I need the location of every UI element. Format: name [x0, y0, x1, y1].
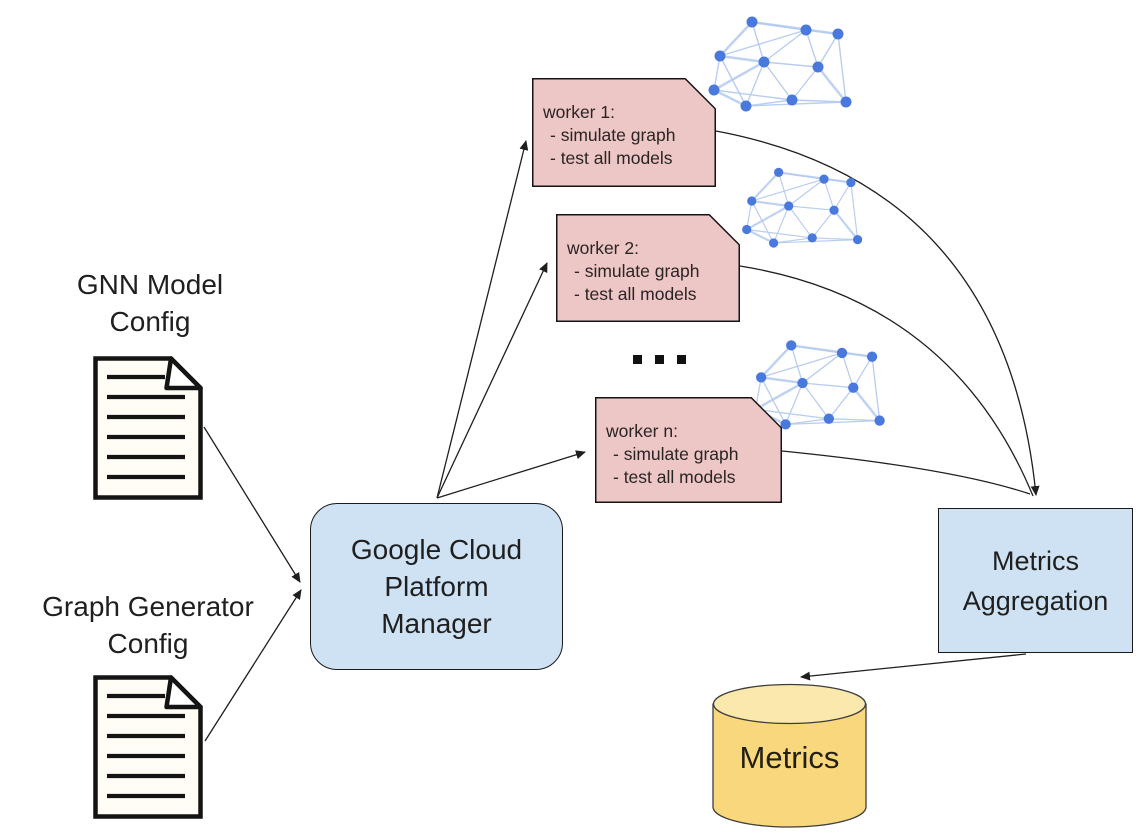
gcp-manager-label: Google Cloud Platform Manager — [350, 534, 523, 639]
metrics-aggregation-node: Metrics Aggregation — [938, 508, 1133, 653]
worker-2-node: worker 2: - simulate graph - test all mo… — [556, 214, 740, 322]
network-graph-icon — [750, 340, 885, 430]
worker-2-task-2: - test all models — [574, 284, 697, 304]
ellipsis-icon — [633, 355, 686, 364]
arrow-generator-config-to-manager — [204, 589, 302, 742]
worker-1-task-2: - test all models — [550, 148, 673, 168]
arrows — [203, 130, 1040, 742]
worker-1-node: worker 1: - simulate graph - test all mo… — [532, 78, 716, 187]
worker-2-task-1: - simulate graph — [574, 261, 700, 281]
arrow-gnn-config-to-manager — [203, 426, 301, 583]
ellipsis-dot — [677, 355, 686, 364]
arrow-worker-2-to-aggregation — [739, 265, 1034, 497]
metrics-aggregation-label: Metrics Aggregation — [962, 545, 1109, 616]
worker-n-title: worker n: — [606, 421, 678, 441]
graph-generator-config-document-icon — [93, 675, 203, 819]
graph-generator-config-label: Graph Generator Config — [42, 591, 254, 659]
ellipsis-dot — [655, 355, 664, 364]
ellipsis-dot — [633, 355, 642, 364]
arrow-manager-to-worker-2 — [436, 262, 548, 499]
arrow-manager-to-worker-1 — [436, 140, 529, 499]
worker-n-task-1: - simulate graph — [613, 444, 739, 464]
worker-n-node: worker n: - simulate graph - test all mo… — [595, 397, 782, 503]
worker-n-task-2: - test all models — [613, 467, 736, 487]
arrow-worker-n-to-aggregation — [781, 450, 1031, 495]
arrow-aggregation-to-metrics — [800, 653, 1027, 681]
gnn-model-config-label: GNN Model Config — [76, 269, 224, 337]
worker-card-shape — [556, 214, 740, 322]
network-graph-icon — [708, 16, 852, 112]
worker-1-title: worker 1: — [543, 102, 615, 122]
worker-card-shape — [595, 397, 782, 503]
metrics-database-cylinder — [712, 683, 867, 828]
worker-card-shape — [532, 78, 716, 187]
worker-1-task-1: - simulate graph — [550, 125, 676, 145]
metrics-store-label: Metrics — [739, 740, 840, 775]
arrow-worker-1-to-aggregation — [715, 130, 1040, 496]
gnn-config-document-icon — [93, 356, 203, 500]
gcp-manager-node: Google Cloud Platform Manager — [310, 503, 563, 670]
network-graph-icon — [742, 167, 863, 248]
arrow-manager-to-worker-n — [436, 450, 586, 499]
worker-2-title: worker 2: — [567, 238, 639, 258]
